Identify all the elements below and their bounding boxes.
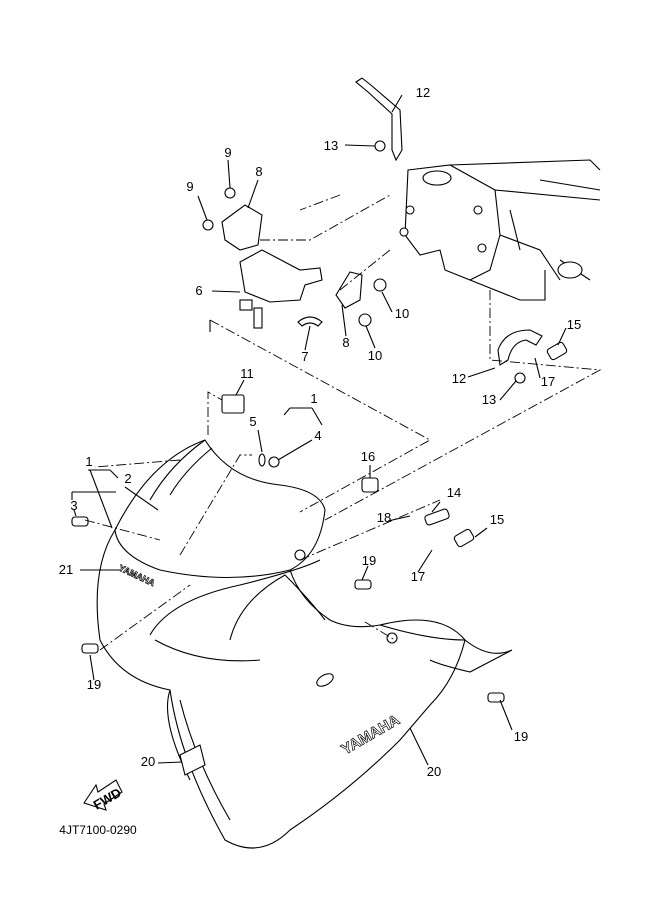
callout: 20 — [141, 754, 155, 769]
callout: 7 — [301, 349, 308, 364]
leader-lines — [71, 94, 602, 766]
callout: 12 — [452, 371, 466, 386]
callout: 18 — [377, 510, 391, 525]
callout: 16 — [361, 449, 375, 464]
callout: 15 — [490, 512, 504, 527]
callout: 5 — [249, 414, 256, 429]
callout: 3 — [70, 498, 77, 513]
cowling — [96, 439, 513, 849]
callout: 15 — [567, 317, 581, 332]
callout: 1 — [310, 391, 317, 406]
logo-text-large: YAMAHA — [339, 711, 403, 758]
callout: 6 — [195, 283, 202, 298]
callout: 19 — [87, 677, 101, 692]
screw — [71, 516, 89, 527]
callout: 13 — [324, 138, 338, 153]
callout: 13 — [482, 392, 496, 407]
right-hardware — [294, 329, 568, 644]
callout: 17 — [541, 374, 555, 389]
clip — [221, 394, 245, 414]
callout: 8 — [342, 335, 349, 350]
fwd-arrow-icon: FWD — [83, 779, 124, 813]
callout: 21 — [59, 562, 73, 577]
frame — [399, 159, 601, 301]
callout: 19 — [514, 729, 528, 744]
callout-labels: 12 13 9 9 8 6 10 8 7 10 15 12 17 13 11 1… — [59, 85, 581, 837]
diagram-code: 4JT7100-0290 — [59, 823, 137, 837]
callout: 8 — [255, 164, 262, 179]
screw — [81, 643, 99, 654]
callout: 9 — [186, 179, 193, 194]
callout: 10 — [395, 306, 409, 321]
stay-top — [355, 77, 403, 162]
callout: 17 — [411, 569, 425, 584]
callout: 4 — [314, 428, 321, 443]
screw — [354, 579, 372, 590]
callout: 1 — [85, 454, 92, 469]
callout: 20 — [427, 764, 441, 779]
callout: 12 — [416, 85, 430, 100]
callout: 2 — [124, 471, 131, 486]
bracket-assembly — [202, 140, 387, 329]
screw — [487, 692, 505, 703]
callout: 10 — [368, 348, 382, 363]
callout: 19 — [362, 553, 376, 568]
callout: 9 — [224, 145, 231, 160]
callout: 14 — [447, 485, 461, 500]
callout: 11 — [240, 366, 254, 381]
